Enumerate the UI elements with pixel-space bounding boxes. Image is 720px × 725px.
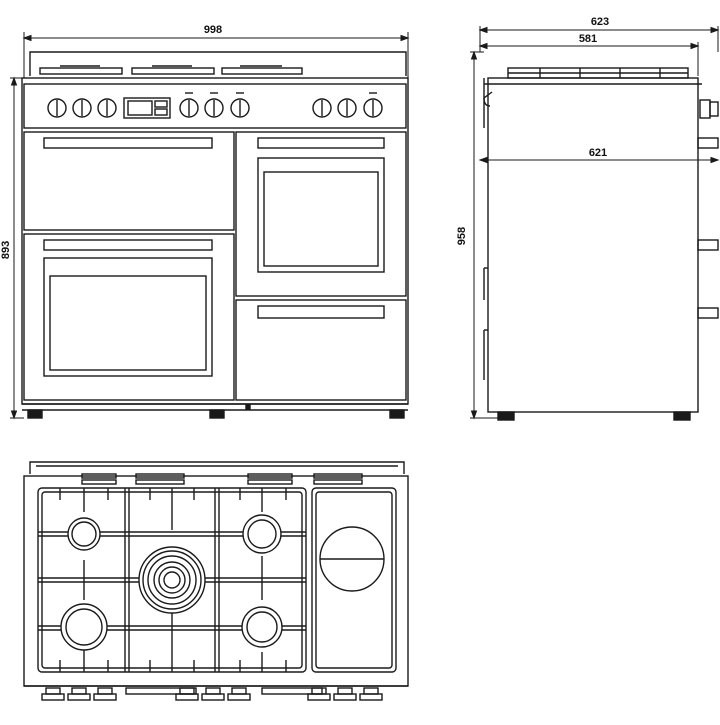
control-knob-9[interactable] xyxy=(363,98,383,118)
top-front-knobs xyxy=(24,685,408,701)
side-handle-2 xyxy=(697,239,719,251)
burner-front-left xyxy=(60,603,108,651)
burner-center-wok xyxy=(138,546,206,614)
front-pan-supports xyxy=(29,51,407,76)
side-height-label: 958 xyxy=(456,227,468,245)
control-knob-5[interactable] xyxy=(204,98,224,118)
control-panel xyxy=(23,83,407,129)
side-handle-1 xyxy=(697,137,719,149)
front-plinth xyxy=(22,403,408,419)
control-knob-4[interactable] xyxy=(179,98,199,118)
control-knob-2[interactable] xyxy=(72,98,92,118)
top-body-outline xyxy=(23,475,409,687)
side-depth-body-dimension: 581 xyxy=(478,33,700,76)
side-depth-body-label: 581 xyxy=(579,33,597,45)
top-view xyxy=(23,461,409,701)
front-view: 998 893 xyxy=(0,24,410,420)
burner-front-right xyxy=(241,606,283,648)
left-oven-handle[interactable] xyxy=(43,239,213,251)
side-handle-3 xyxy=(697,307,719,319)
left-top-compartment xyxy=(23,131,235,231)
top-rear-rail xyxy=(29,461,405,485)
burner-rear-left xyxy=(67,517,101,551)
control-knob-1[interactable] xyxy=(47,98,67,118)
front-height-dimension: 893 xyxy=(0,76,24,420)
front-width-dimension: 998 xyxy=(22,24,410,78)
control-knob-8[interactable] xyxy=(337,98,357,118)
left-main-oven xyxy=(23,233,235,401)
clock-display xyxy=(123,97,171,119)
side-depth-total-dimension: 623 xyxy=(478,16,720,52)
burner-rear-right xyxy=(242,514,282,554)
side-view: 623 581 958 xyxy=(456,16,720,421)
side-depth-total-label: 623 xyxy=(591,16,609,28)
right-drawer-handle[interactable] xyxy=(257,305,385,319)
side-depth-inner-dimension: 621 xyxy=(478,147,720,164)
front-height-label: 893 xyxy=(0,241,12,259)
control-knob-6[interactable] xyxy=(230,98,250,118)
control-knob-3[interactable] xyxy=(97,98,117,118)
right-drawer xyxy=(235,299,407,401)
front-width-label: 998 xyxy=(204,24,222,36)
right-oven xyxy=(235,131,407,297)
side-depth-inner-label: 621 xyxy=(589,147,607,159)
side-height-dimension: 958 xyxy=(456,50,500,420)
hotplate-section xyxy=(311,487,397,673)
control-knob-7[interactable] xyxy=(312,98,332,118)
side-body xyxy=(483,67,719,421)
right-oven-handle[interactable] xyxy=(257,137,385,149)
front-body-outline xyxy=(21,77,409,405)
left-top-handle[interactable] xyxy=(43,137,213,149)
